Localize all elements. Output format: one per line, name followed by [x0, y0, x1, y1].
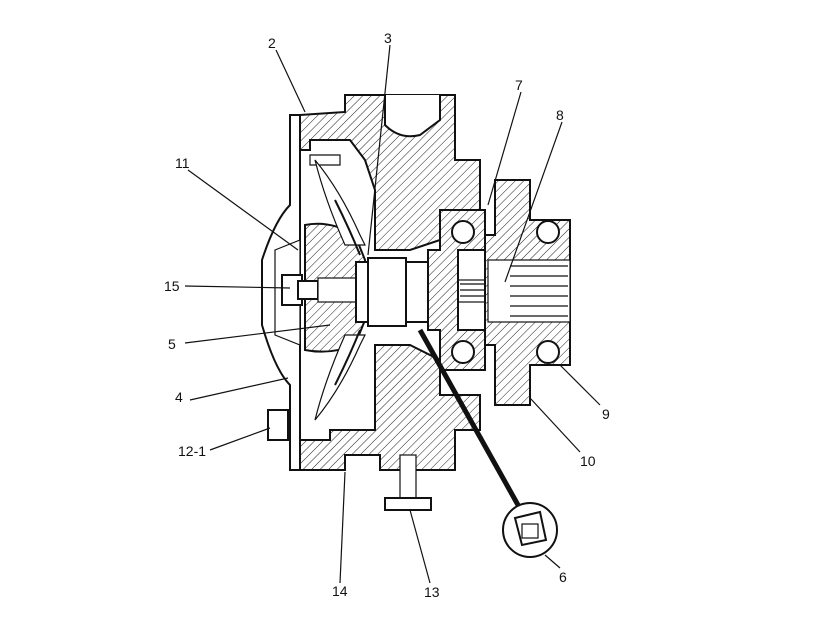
label-15: 15: [164, 278, 180, 294]
label-14: 14: [332, 583, 348, 599]
label-13: 13: [424, 584, 440, 600]
label-10: 10: [580, 453, 596, 469]
pump-housing: [299, 94, 481, 471]
label-5: 5: [168, 336, 176, 352]
label-12-1: 12-1: [178, 443, 206, 459]
bearing-housing: [427, 179, 571, 406]
label-7: 7: [515, 77, 523, 93]
label-6: 6: [559, 569, 567, 585]
callout-labels: 2 3 7 8 11 15 5 4 12-1 14 13 6 9 10: [164, 30, 610, 600]
label-11: 11: [175, 155, 190, 171]
seal-detail-inset: [502, 502, 558, 558]
leader-lines: [184, 44, 601, 584]
label-9: 9: [602, 406, 610, 422]
hardware: [267, 409, 432, 511]
label-8: 8: [556, 107, 564, 123]
label-3: 3: [384, 30, 392, 46]
label-2: 2: [268, 35, 276, 51]
label-4: 4: [175, 389, 183, 405]
